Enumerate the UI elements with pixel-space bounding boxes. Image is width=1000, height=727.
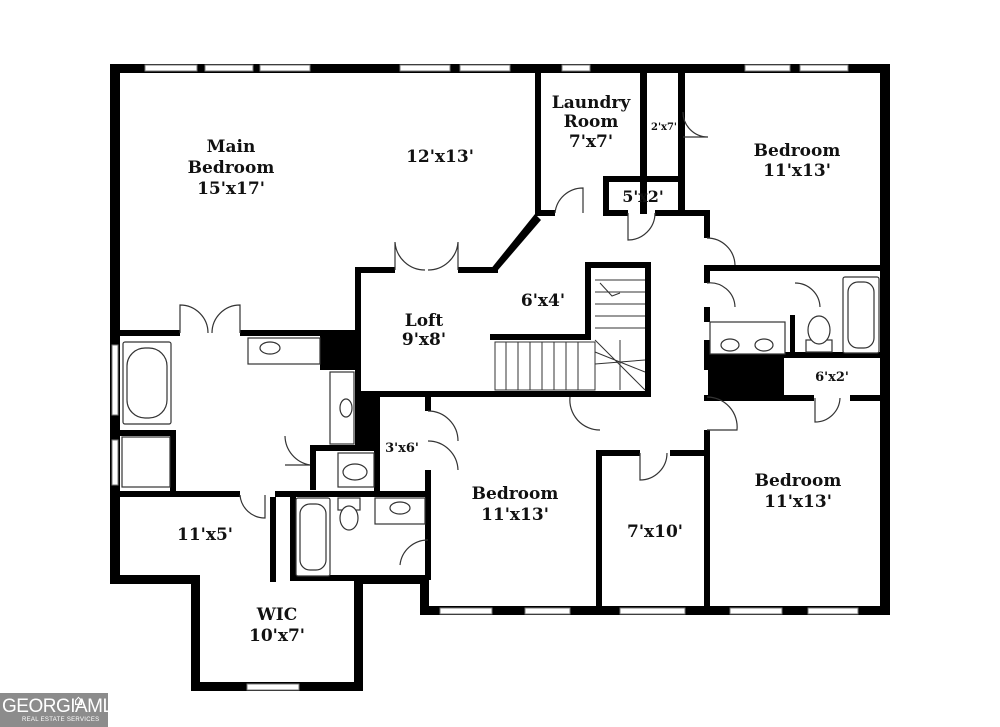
loft-dims: 9'x8'	[402, 330, 446, 350]
windows	[111, 64, 859, 691]
laundry-dims: 7'x7'	[569, 132, 613, 152]
hall-6x4-dims: 6'x4'	[521, 291, 565, 311]
georgiamls-logo: ⌂ GEORGIAMLS REAL ESTATE SERVICES	[0, 693, 125, 727]
logo-subtext: REAL ESTATE SERVICES	[22, 717, 100, 723]
interior-walls	[115, 64, 885, 610]
wic-name: WIC	[256, 605, 298, 625]
bedroom-se-name: Bedroom	[755, 471, 842, 491]
doors	[179, 111, 841, 566]
house-roof-icon: ⌂	[74, 693, 83, 709]
bedroom-center-dims: 11'x13'	[481, 505, 549, 525]
wic-dims: 10'x7'	[249, 626, 305, 646]
main-bedroom-name-1: Main	[207, 137, 256, 157]
staircase	[494, 279, 646, 391]
main-bedroom-ext-dims: 12'x13'	[406, 147, 474, 167]
main-bedroom-name-2: Bedroom	[188, 158, 275, 178]
closet-5x2-dims: 5'x2'	[622, 187, 664, 206]
main-bedroom-dims: 15'x17'	[197, 179, 265, 199]
bedroom-ne-dims: 11'x13'	[763, 161, 831, 181]
room-labels: Main Bedroom 15'x17' 12'x13' Laundry Roo…	[177, 93, 849, 646]
bedroom-center-name: Bedroom	[472, 484, 559, 504]
room-7x10-dims: 7'x10'	[627, 522, 683, 542]
bath-fixtures	[121, 276, 880, 577]
loft-name: Loft	[405, 311, 444, 331]
closet-2x7-dims: 2'x7'	[651, 122, 677, 133]
logo-text: GEORGIAMLS	[2, 696, 125, 717]
bedroom-ne-name: Bedroom	[754, 141, 841, 161]
closet-6x2-dims: 6'x2'	[815, 370, 849, 385]
laundry-name-1: Laundry	[552, 93, 632, 113]
bedroom-se-dims: 11'x13'	[764, 492, 832, 512]
closet-3x6-dims: 3'x6'	[385, 441, 419, 456]
laundry-name-2: Room	[564, 112, 619, 132]
room-11x5-dims: 11'x5'	[177, 525, 233, 545]
